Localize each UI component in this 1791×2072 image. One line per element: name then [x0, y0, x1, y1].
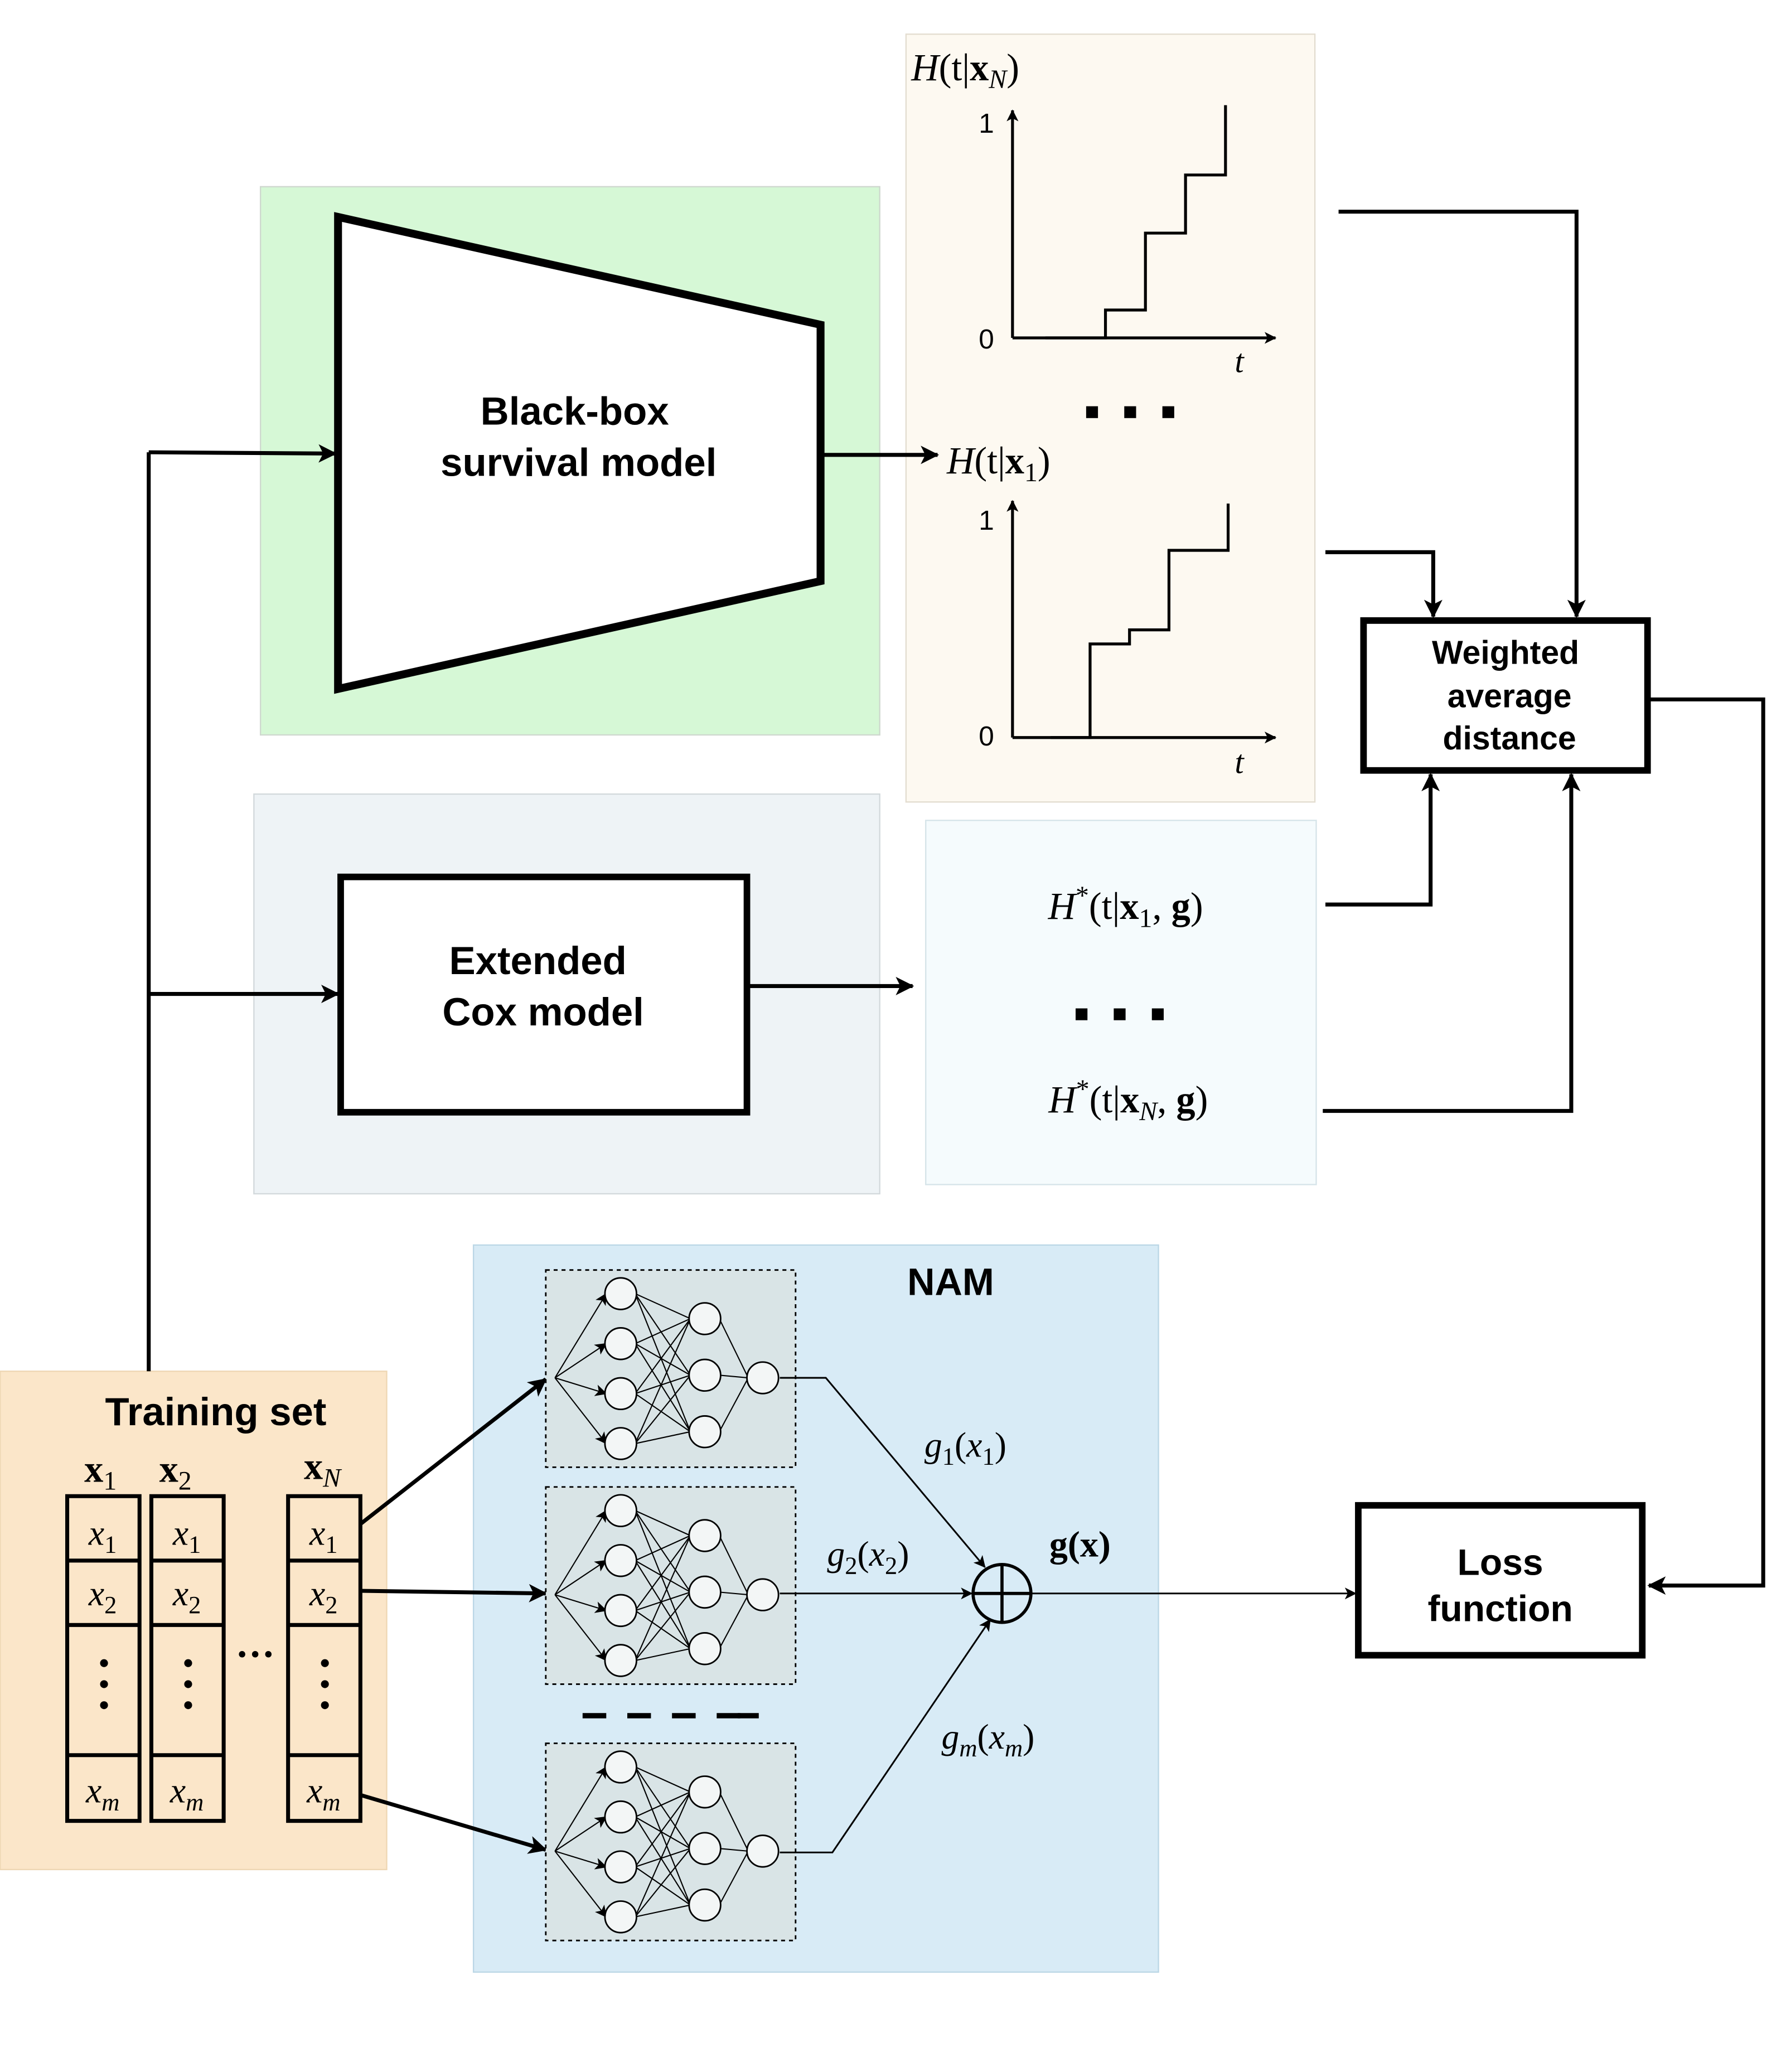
- cox-label-line1: Extended: [449, 938, 627, 982]
- nam-label-g1: g1(x1): [924, 1425, 1006, 1470]
- cox-output-ellipsis: [1076, 1008, 1164, 1020]
- curves-ellipsis: [1086, 406, 1174, 418]
- weighted-to-loss-arrow: [1647, 697, 1765, 1595]
- loss-function-box: [1355, 1502, 1646, 1659]
- black-box-label-line1: Black-box: [481, 389, 669, 433]
- training-between-columns-ellipsis: ···: [235, 1633, 275, 1676]
- weighted-distance-box: [1360, 617, 1651, 774]
- training-cell-label: x1: [309, 1513, 338, 1558]
- cox-last-to-weighted-arrow: [1323, 773, 1581, 1113]
- curves-panel: [905, 33, 1316, 803]
- curve-top-to-weighted-arrow: [1338, 210, 1586, 618]
- summation-node: [971, 1563, 1033, 1624]
- cox-output-panel: [925, 820, 1317, 1185]
- curve-bottom-y-zero: 0: [979, 721, 994, 752]
- training-column-2: x1 x2 xm: [149, 1494, 226, 1823]
- cox-output-first: H*(t|x1, g): [1048, 881, 1203, 933]
- nam-title: NAM: [907, 1261, 994, 1304]
- black-box-label-line2: survival model: [441, 440, 717, 485]
- nam-subnet-3: [545, 1742, 797, 1942]
- nam-subnet-2: [545, 1486, 797, 1685]
- curve-bottom-x-label: t: [1235, 743, 1245, 780]
- training-cell-label: x1: [172, 1513, 201, 1558]
- connectors: [147, 210, 1765, 1854]
- nam-subnets: [545, 1269, 797, 1942]
- weighted-label-line2: average: [1448, 679, 1572, 715]
- curve-bottom-label: H(t|x1): [946, 439, 1051, 487]
- cox-label-line2: Cox model: [442, 990, 644, 1034]
- training-vertical-dots: [100, 1659, 108, 1710]
- cox-output-last: H*(t|xN, g): [1048, 1074, 1208, 1126]
- curve-top-label: H(t|xN): [911, 46, 1019, 94]
- training-cell-label: x1: [88, 1513, 117, 1558]
- cox-first-to-weighted-arrow: [1325, 773, 1440, 907]
- training-col-header-n: xN: [304, 1445, 342, 1493]
- training-cell-label: x2: [309, 1574, 338, 1619]
- loss-label-line2: function: [1427, 1587, 1572, 1629]
- weighted-label-line3: distance: [1443, 720, 1576, 757]
- training-cell-label: xm: [85, 1771, 119, 1816]
- curve-top-y-one: 1: [979, 108, 994, 139]
- training-column-3: x1 x2 xm: [286, 1494, 362, 1823]
- loss-label-line1: Loss: [1458, 1542, 1543, 1583]
- xm-to-subnetm-arrow: [358, 1793, 548, 1854]
- curve-bottom-step-function: [1051, 504, 1230, 739]
- curve-top-step-function: [1045, 105, 1227, 340]
- subnet1-to-sum: [780, 1377, 986, 1568]
- training-col-header-2: x2: [159, 1448, 192, 1495]
- nam-label-gm: gm(xm): [942, 1717, 1035, 1762]
- training-vertical-dots: [184, 1659, 192, 1710]
- weighted-label-line1: Weighted: [1432, 635, 1579, 671]
- curve-bottom-to-weighted-arrow: [1325, 550, 1443, 618]
- training-columns: x1 x2 xm x1 x2 xm x1 x2 xm: [65, 1494, 362, 1823]
- curve-top-x-label: t: [1235, 342, 1245, 379]
- training-cell-label: xm: [170, 1771, 204, 1816]
- nam-label-g2: g2(x2): [827, 1534, 909, 1579]
- subnetm-to-sum: [780, 1619, 991, 1853]
- training-vertical-dots: [321, 1659, 329, 1710]
- input-to-black-box-arrow: [148, 444, 337, 463]
- curve-top-y-zero: 0: [979, 324, 994, 355]
- training-cell-label: xm: [306, 1771, 340, 1816]
- nam-label-sum: g(x): [1049, 1524, 1111, 1565]
- nam-subnet-1: [545, 1269, 797, 1468]
- training-cell-label: x2: [88, 1574, 117, 1619]
- training-set-title: Training set: [105, 1390, 327, 1434]
- training-col-header-1: x1: [84, 1448, 117, 1495]
- cox-model-box: [337, 873, 751, 1116]
- curve-bottom-y-one: 1: [979, 505, 994, 536]
- training-cell-label: x2: [172, 1574, 201, 1619]
- nam-output-lines: [780, 1377, 1357, 1853]
- x2-to-subnet2-arrow: [359, 1584, 548, 1603]
- training-column-1: x1 x2 xm: [65, 1494, 142, 1823]
- x1-to-subnet1-arrow: [357, 1377, 547, 1527]
- black-box-trapezoid: [334, 212, 825, 694]
